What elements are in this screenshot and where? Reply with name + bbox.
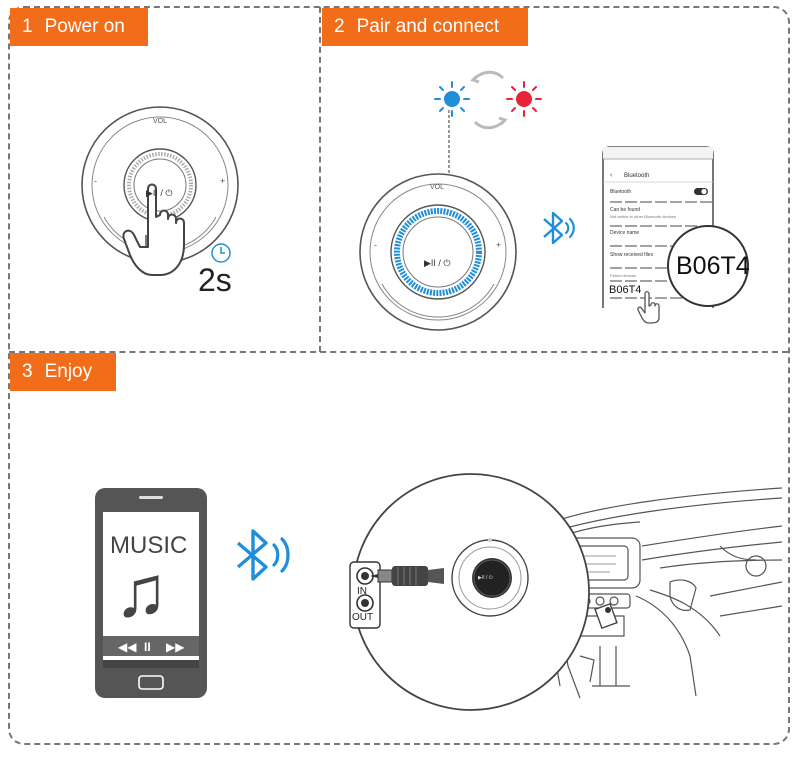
music-phone-illustration: [95, 488, 207, 698]
music-note-icon: ♫: [114, 552, 168, 632]
horizontal-divider: [9, 351, 788, 353]
step-3-number: 3: [22, 361, 33, 382]
jack-in-label: IN: [357, 586, 367, 597]
adapter-play-label: ▶II / ⏻: [478, 575, 493, 581]
pairing-device-illustration: [359, 173, 517, 331]
play-power-label: ▶II / ⏻: [146, 188, 173, 198]
step-2-label: Pair and connect: [356, 16, 500, 37]
step-1-number: 1: [22, 16, 33, 37]
red-led-icon: [506, 81, 542, 117]
step-2-number: 2: [334, 16, 345, 37]
aux-adapter-magnifier: [349, 473, 590, 711]
power-device-illustration: [81, 106, 239, 276]
led-indicator-illustration: [434, 70, 542, 130]
magnifier-device-name: B06T4: [676, 252, 750, 280]
music-label: MUSIC: [110, 532, 188, 559]
vertical-divider: [319, 7, 321, 352]
tap-hand-icon: [637, 291, 660, 324]
step-1-header: 1 Power on: [10, 8, 148, 46]
step-2-header: 2 Pair and connect: [322, 8, 528, 46]
magnifier-connector-lines: [594, 602, 618, 630]
blue-led-icon: [434, 81, 470, 117]
pair-minus-label: -: [374, 240, 377, 250]
vol-label: VOL: [153, 118, 168, 125]
clock-icon: [211, 243, 231, 263]
step-3-label: Enjoy: [44, 361, 93, 382]
step-3-header: 3 Enjoy: [10, 353, 116, 391]
paired-device-item[interactable]: B06T4: [609, 284, 642, 296]
outer-frame: [8, 6, 790, 745]
pair-vol-label: VOL: [430, 184, 445, 191]
plus-label: +: [220, 176, 226, 186]
pair-plus-label: +: [496, 240, 502, 250]
magnifier-circle: [667, 225, 749, 307]
received-files-label: Show received files: [610, 252, 654, 258]
back-chevron-icon[interactable]: ‹: [610, 172, 613, 179]
can-be-found-sub: Not visible to other Bluetooth devices: [610, 214, 676, 219]
enjoy-bluetooth-icon: [236, 529, 290, 581]
hold-time: 2s: [198, 262, 232, 298]
step-1-label: Power on: [44, 16, 125, 37]
rewind-icon[interactable]: ◀◀: [118, 640, 137, 654]
can-be-found-label: Can be found: [610, 207, 641, 213]
bluetooth-icon: [543, 211, 575, 245]
paired-devices-header: Paired devices: [610, 273, 637, 278]
settings-title: Bluetooth: [624, 173, 650, 179]
minus-label: -: [94, 176, 97, 186]
device-name-label: Device name: [610, 230, 640, 236]
forward-icon[interactable]: ▶▶: [166, 640, 185, 654]
jack-out-label: OUT: [352, 612, 374, 623]
pair-play-power-label: ▶II / ⏻: [424, 258, 451, 268]
pause-icon[interactable]: II: [144, 640, 151, 654]
bluetooth-toggle-label: Bluetooth: [610, 189, 632, 195]
